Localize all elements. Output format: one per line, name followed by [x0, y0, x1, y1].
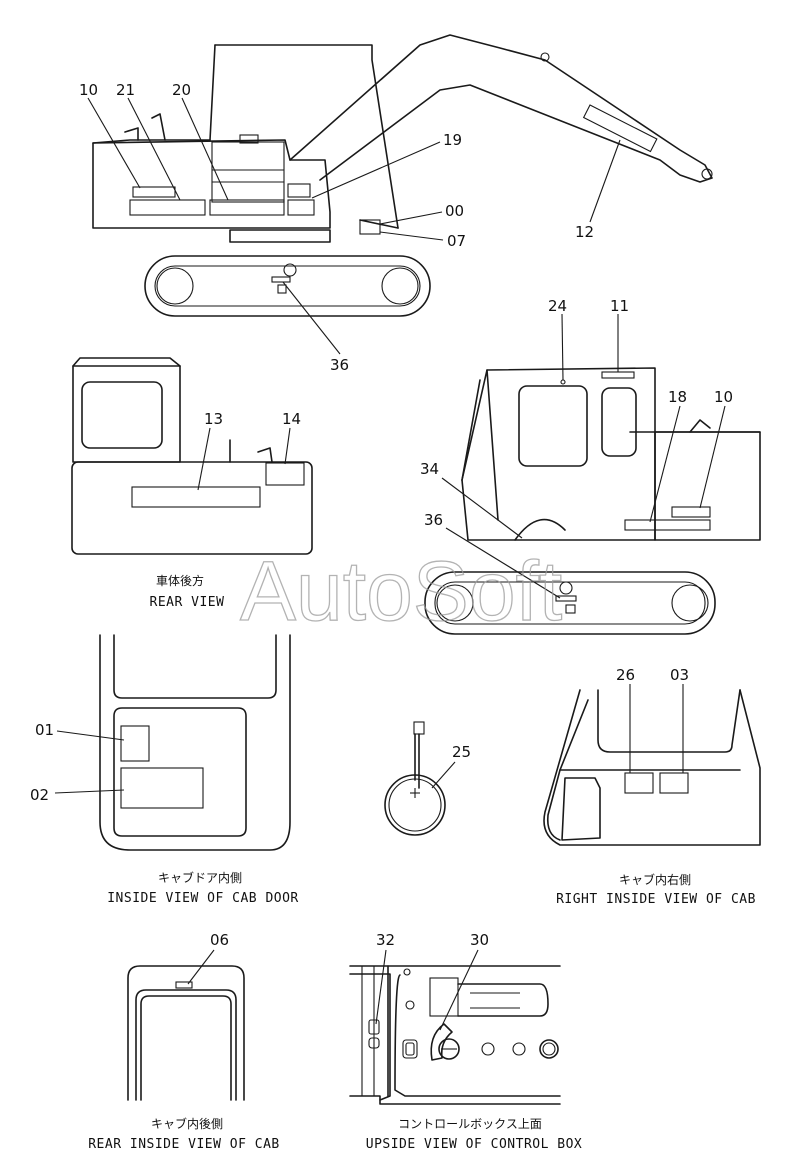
- callout-10b: 10: [714, 388, 733, 406]
- callout-36b: 36: [424, 511, 443, 529]
- control-box-caption: UPSIDE VIEW OF CONTROL BOX: [366, 1137, 583, 1152]
- callout-10: 10: [79, 81, 98, 99]
- callout-13: 13: [204, 410, 223, 428]
- callout-01: 01: [35, 721, 54, 739]
- cab-door-callouts: 01 02: [30, 721, 125, 804]
- callout-26: 26: [616, 666, 635, 684]
- callout-06: 06: [210, 931, 229, 949]
- cab-rear-caption-jp: キャブ内後側: [151, 1116, 223, 1131]
- lever-knob-view: [384, 721, 446, 836]
- cab-rear-inside-view: [127, 965, 245, 1101]
- callout-24: 24: [548, 297, 567, 315]
- control-box-top-view: [349, 965, 561, 1105]
- cab-door-caption: INSIDE VIEW OF CAB DOOR: [107, 891, 299, 906]
- callout-14: 14: [282, 410, 301, 428]
- excavator-rear-view: [71, 357, 313, 555]
- callout-30: 30: [470, 931, 489, 949]
- callout-11: 11: [610, 297, 629, 315]
- callout-12: 12: [575, 223, 594, 241]
- cab-right-inside-view: [543, 689, 761, 846]
- cab-right-callouts: 26 03: [616, 666, 689, 773]
- cab-right-caption-jp: キャブ内右側: [619, 872, 691, 887]
- callout-36: 36: [330, 356, 349, 374]
- callout-19: 19: [443, 131, 462, 149]
- cab-rear-caption: REAR INSIDE VIEW OF CAB: [88, 1137, 280, 1152]
- callout-18: 18: [668, 388, 687, 406]
- cab-door-inside-view: [99, 634, 291, 851]
- excavator-side-view: [92, 34, 713, 317]
- front-view-callouts: 24 11 18 10 34 36: [420, 297, 733, 599]
- callout-07: 07: [447, 232, 466, 250]
- excavator-front-view: [424, 367, 761, 635]
- control-box-caption-jp: コントロールボックス上面: [398, 1117, 542, 1131]
- callout-25: 25: [452, 743, 471, 761]
- side-view-callouts: 10 21 20 19 00 07 12 36: [79, 81, 621, 374]
- callout-20: 20: [172, 81, 191, 99]
- watermark: AutoSoft: [240, 544, 562, 638]
- cab-right-caption: RIGHT INSIDE VIEW OF CAB: [556, 892, 756, 907]
- callout-34: 34: [420, 460, 439, 478]
- callout-21: 21: [116, 81, 135, 99]
- control-box-callouts: 32 30: [375, 931, 489, 1031]
- callout-02: 02: [30, 786, 49, 804]
- rear-view-caption: REAR VIEW: [150, 595, 225, 610]
- callout-32: 32: [376, 931, 395, 949]
- cab-door-caption-jp: キャブドア内側: [158, 870, 242, 885]
- callout-03: 03: [670, 666, 689, 684]
- rear-view-callouts: 13 14: [197, 410, 301, 491]
- rear-view-caption-jp: 車体後方: [156, 573, 204, 588]
- callout-00: 00: [445, 202, 464, 220]
